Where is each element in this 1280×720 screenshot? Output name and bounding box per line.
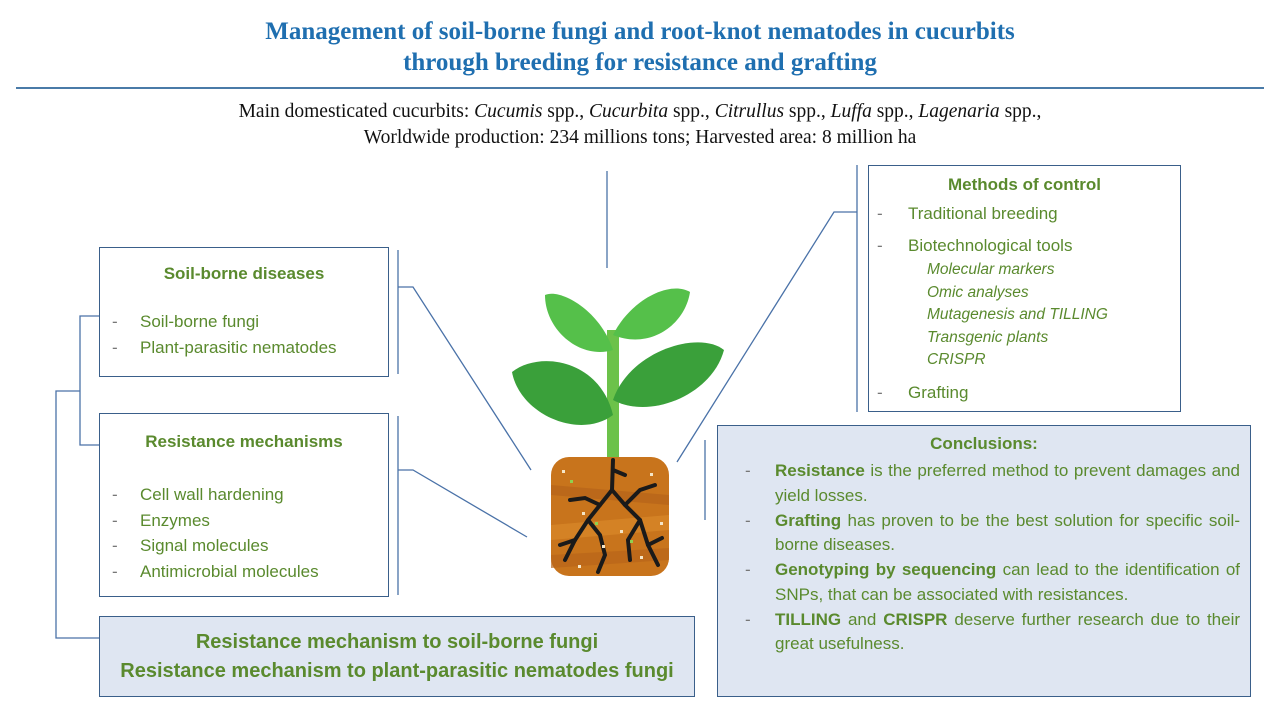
soil-borne-diseases-title: Soil-borne diseases: [163, 264, 325, 283]
methods-to-plant-line: [676, 211, 857, 463]
leaf-upper-left: [545, 293, 613, 352]
subtitle-line-1: Main domesticated cucurbits: Cucumis spp…: [0, 99, 1280, 125]
sublist-item: CRISPR: [927, 351, 986, 368]
connector-lines: [55, 165, 858, 639]
subtitle-prefix: Main domesticated cucurbits:: [238, 101, 475, 122]
page-title: Management of soil-borne fungi and root-…: [0, 16, 1280, 78]
methods-list-grafting: -Grafting: [869, 380, 1180, 406]
leaf-lower-right: [613, 342, 724, 407]
soil-borne-diseases-box: Soil-borne diseases -Soil-borne fungi -P…: [99, 247, 389, 377]
soil-borne-list: -Soil-borne fungi -Plant-parasitic nemat…: [100, 309, 388, 361]
roots: [558, 458, 664, 574]
soil-sprouts: [570, 480, 633, 543]
resistance-mechanisms-title: Resistance mechanisms: [145, 432, 343, 451]
leaf-lower-left: [512, 361, 613, 425]
soil-to-plant-line: [398, 286, 532, 471]
left-bracket: [79, 315, 99, 446]
sublist-item: Molecular markers: [927, 261, 1055, 278]
sublist-item: Transgenic plants: [927, 328, 1049, 346]
list-dash: -: [745, 461, 751, 480]
list-dash: -: [112, 485, 118, 504]
genus-suffix: spp.,: [784, 101, 831, 122]
title-line-2: through breeding for resistance and graf…: [403, 49, 877, 76]
list-dash: -: [112, 561, 118, 581]
conclusions-box: Conclusions: -Resistance is the preferre…: [717, 425, 1251, 697]
genus-citrullus: Citrullus: [714, 101, 785, 122]
list-item: -Antimicrobial molecules: [112, 559, 388, 585]
methods-of-control-box: Methods of control -Traditional breeding…: [868, 165, 1181, 412]
list-item: -Enzymes: [112, 508, 388, 534]
biotech-sublist: Molecular markers Omic analyses Mutagene…: [869, 259, 1180, 372]
list-dash: -: [112, 536, 118, 555]
genus-luffa: Luffa: [830, 101, 872, 122]
list-dash: -: [877, 204, 883, 223]
list-item: -Biotechnological tools: [877, 233, 1180, 259]
conclusion-item: -Resistance is the preferred method to p…: [745, 461, 1240, 505]
sublist-item: Mutagenesis and TILLING: [927, 306, 1108, 323]
list-dash: -: [877, 236, 883, 255]
genus-suffix: spp.,: [871, 101, 919, 122]
list-dash: -: [745, 560, 751, 579]
genus-cucumis: Cucumis: [474, 101, 543, 122]
list-dash: -: [112, 510, 118, 530]
subtitle: Main domesticated cucurbits: Cucumis spp…: [0, 99, 1280, 151]
summary-line-2: Resistance mechanism to plant-parasitic …: [120, 660, 674, 682]
plant-illustration: [512, 288, 724, 576]
list-item: -Cell wall hardening: [112, 482, 388, 508]
conclusions-list: -Resistance is the preferred method to p…: [718, 459, 1250, 657]
outer-bracket: [55, 390, 99, 639]
title-line-1: Management of soil-borne fungi and root-…: [265, 18, 1015, 45]
list-dash: -: [745, 609, 751, 629]
genus-lagenaria: Lagenaria: [918, 101, 1000, 122]
genus-suffix: spp.,: [668, 101, 715, 122]
title-divider: [16, 87, 1264, 89]
conclusions-title: Conclusions:: [930, 434, 1038, 453]
genus-cucurbita: Cucurbita: [589, 101, 669, 122]
methods-title: Methods of control: [948, 175, 1101, 194]
resistance-list: -Cell wall hardening -Enzymes -Signal mo…: [100, 482, 388, 584]
leaf-upper-right: [613, 288, 690, 340]
list-item: -Plant-parasitic nematodes: [112, 335, 388, 361]
list-dash: -: [877, 382, 883, 402]
summary-line-1: Resistance mechanism to soil-borne fungi: [195, 631, 599, 653]
list-item: -Traditional breeding: [877, 201, 1180, 227]
soil-particles: [562, 470, 663, 568]
list-item: -Grafting: [877, 380, 1180, 406]
genus-suffix: spp.,: [999, 101, 1042, 122]
sublist-item: Omic analyses: [927, 283, 1029, 301]
soil-block: [551, 457, 669, 576]
plant-stem: [607, 330, 619, 465]
methods-list: -Traditional breeding -Biotechnological …: [869, 201, 1180, 259]
genus-suffix: spp.,: [542, 101, 589, 122]
conclusion-item: -Genotyping by sequencing can lead to th…: [745, 560, 1240, 604]
conclusion-item: -TILLING and CRISPR deserve further rese…: [745, 609, 1241, 654]
resistance-mechanism-summary-box: Resistance mechanism to soil-borne fungi…: [99, 616, 695, 697]
list-item: -Soil-borne fungi: [112, 309, 388, 335]
list-item: -Signal molecules: [112, 533, 388, 559]
list-dash: -: [112, 312, 118, 331]
resist-to-plant-line: [398, 469, 528, 538]
resistance-mechanisms-box: Resistance mechanisms -Cell wall hardeni…: [99, 413, 389, 597]
subtitle-line-2: Worldwide production: 234 millions tons;…: [363, 127, 917, 148]
conclusion-item: -Grafting has proven to be the best solu…: [745, 510, 1240, 555]
list-dash: -: [745, 510, 751, 530]
list-dash: -: [112, 338, 118, 357]
